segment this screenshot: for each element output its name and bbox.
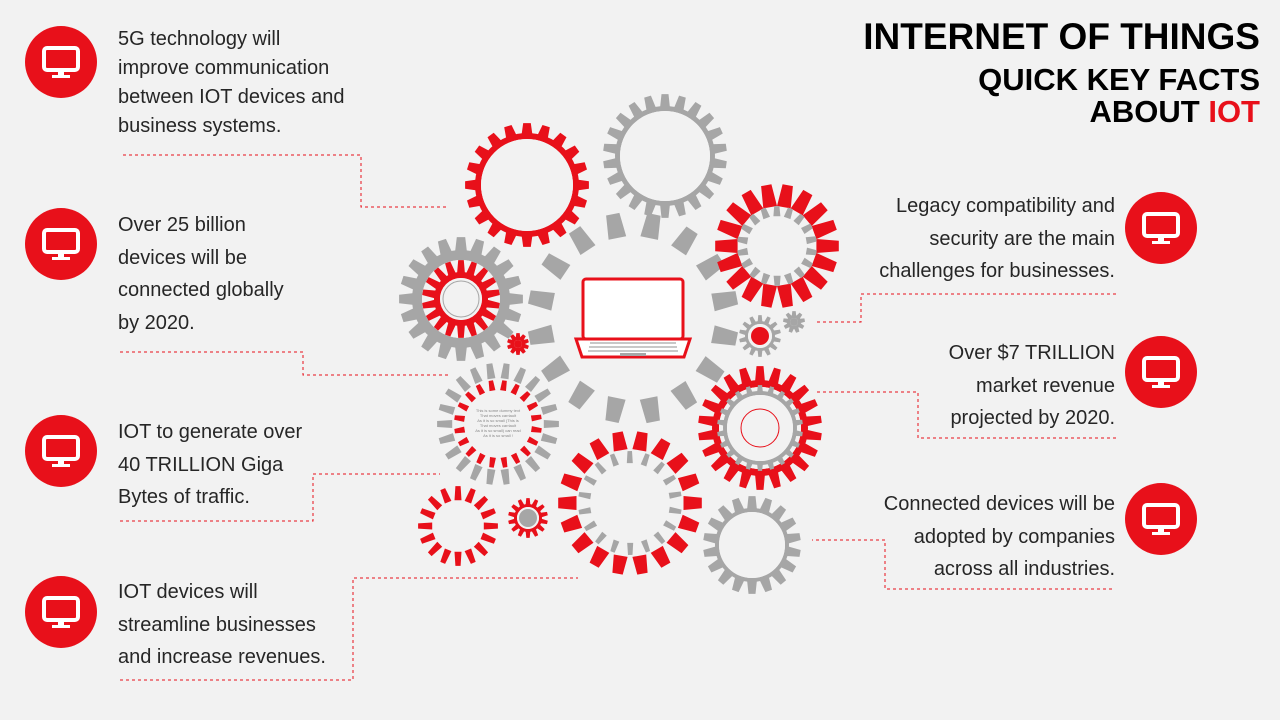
gear-core — [519, 509, 537, 527]
fact-right-1: Legacy compatibility and security are th… — [879, 190, 1115, 288]
title-line-2: QUICK KEY FACTS — [978, 62, 1260, 97]
title-line-1: INTERNET OF THINGS — [863, 16, 1260, 57]
gear-hub — [481, 139, 573, 231]
fact-right-2-line: projected by 2020. — [950, 407, 1115, 429]
fact-left-4-line: IOT devices will — [118, 581, 258, 603]
fact-left-2-line: by 2020. — [118, 311, 195, 334]
fact-right-1-line: challenges for businesses. — [879, 260, 1115, 282]
fact-right-2-line: Over $7 TRILLION — [948, 342, 1115, 364]
monitor-icon — [42, 596, 80, 628]
monitor-icon — [42, 435, 80, 467]
fact-left-1: 5G technology will improve communication… — [118, 25, 344, 141]
connector-left-2 — [120, 351, 448, 376]
gear-teeth — [578, 451, 682, 555]
fact-left-1-line: business systems. — [118, 115, 282, 137]
svg-text:As it is so small) can read: As it is so small) can read — [475, 428, 521, 433]
fact-left-3-line: IOT to generate over — [118, 421, 303, 443]
fact-right-1-line: security are the main — [929, 227, 1115, 250]
gear-hub — [440, 278, 482, 320]
fact-left-3: IOT to generate over 40 TRILLION Giga By… — [118, 416, 302, 514]
fact-left-2: Over 25 billion devices will be connecte… — [118, 209, 284, 339]
monitor-badge — [1125, 192, 1197, 264]
gear-teeth — [783, 311, 805, 333]
fact-left-4-line: streamline businesses — [118, 613, 316, 636]
svg-text:As it is so small !: As it is so small ! — [483, 433, 513, 438]
fact-right-3-line: Connected devices will be — [883, 493, 1115, 515]
connector-left-3 — [120, 473, 440, 522]
fact-right-3-line: adopted by companies — [913, 525, 1115, 548]
fact-right-1-line: Legacy compatibility and — [895, 195, 1115, 217]
gear-ring — [511, 337, 525, 351]
monitor-badge — [25, 26, 97, 98]
fact-left-1-line: improve communication — [118, 57, 330, 79]
connector-right-2 — [815, 391, 1116, 439]
gear-ring — [412, 250, 510, 348]
gear-teeth — [715, 184, 839, 308]
gear-core — [442, 280, 480, 318]
gear-core — [740, 408, 780, 448]
fact-left-2-line: connected globally — [118, 279, 284, 301]
gear-hub — [514, 340, 522, 348]
monitor-badge — [1125, 336, 1197, 408]
gear-hub — [727, 395, 793, 461]
gear-hub — [719, 512, 785, 578]
connector-left-1 — [123, 154, 448, 208]
connector-left-4 — [120, 577, 578, 681]
laptop-icon — [573, 277, 693, 359]
gear-ring — [723, 391, 797, 465]
gear-hub — [790, 318, 798, 326]
gear-ring — [615, 106, 715, 206]
gear-ring — [712, 380, 808, 476]
monitor-icon — [1142, 356, 1180, 388]
monitor-badge — [1125, 483, 1197, 555]
gear-teeth — [737, 206, 817, 286]
monitor-icon — [1142, 212, 1180, 244]
fact-left-3-line: 40 TRILLION Giga — [118, 453, 284, 476]
placeholder-text: This is some dummy text That moves carri… — [475, 408, 521, 438]
gear-group — [399, 94, 839, 594]
gear-ring — [787, 315, 801, 329]
gear-ring — [434, 272, 488, 326]
gear-ring — [475, 133, 579, 237]
gear-hub — [620, 111, 710, 201]
fact-left-2-line: devices will be — [118, 246, 247, 269]
monitor-badge — [25, 415, 97, 487]
gear-ring — [715, 508, 789, 582]
fact-left-4: IOT devices will streamline businesses a… — [118, 576, 326, 674]
title-iot-highlight: IOT — [1208, 94, 1260, 129]
monitor-badge — [25, 576, 97, 648]
gear-ring — [514, 504, 542, 532]
svg-text:This is some dummy text: This is some dummy text — [476, 408, 521, 413]
svg-text:As it is so small (This is: As it is so small (This is — [477, 418, 519, 423]
fact-left-4-line: and increase revenues. — [118, 646, 326, 668]
monitor-icon — [42, 46, 80, 78]
gear-teeth — [508, 498, 548, 538]
fact-left-3-line: Bytes of traffic. — [118, 486, 250, 508]
gear-teeth — [422, 260, 500, 338]
monitor-icon — [1142, 503, 1180, 535]
monitor-badge — [25, 208, 97, 280]
fact-right-3-line: across all industries. — [933, 558, 1115, 580]
fact-left-1-line: between IOT devices and — [118, 86, 345, 108]
monitor-icon — [42, 228, 80, 260]
gear-teeth — [418, 486, 498, 566]
title-about: ABOUT — [1089, 94, 1209, 129]
gear-core — [751, 327, 769, 345]
svg-text:That moves carriault: That moves carriault — [480, 423, 517, 428]
fact-right-2: Over $7 TRILLION market revenue projecte… — [949, 337, 1115, 435]
fact-right-2-line: market revenue — [976, 374, 1115, 397]
gear-ring — [745, 321, 775, 351]
fact-left-1-line: 5G technology will — [118, 28, 281, 50]
fact-left-2-line: Over 25 billion — [118, 214, 246, 236]
dashed-connectors — [120, 154, 1116, 681]
svg-text:That moves carriault: That moves carriault — [480, 413, 517, 418]
connector-right-1 — [815, 293, 1116, 323]
connector-right-3 — [812, 539, 1112, 590]
gear-teeth — [507, 333, 529, 355]
title-line-3: ABOUT IOT — [1090, 94, 1261, 130]
fact-right-3: Connected devices will be adopted by com… — [884, 488, 1115, 586]
